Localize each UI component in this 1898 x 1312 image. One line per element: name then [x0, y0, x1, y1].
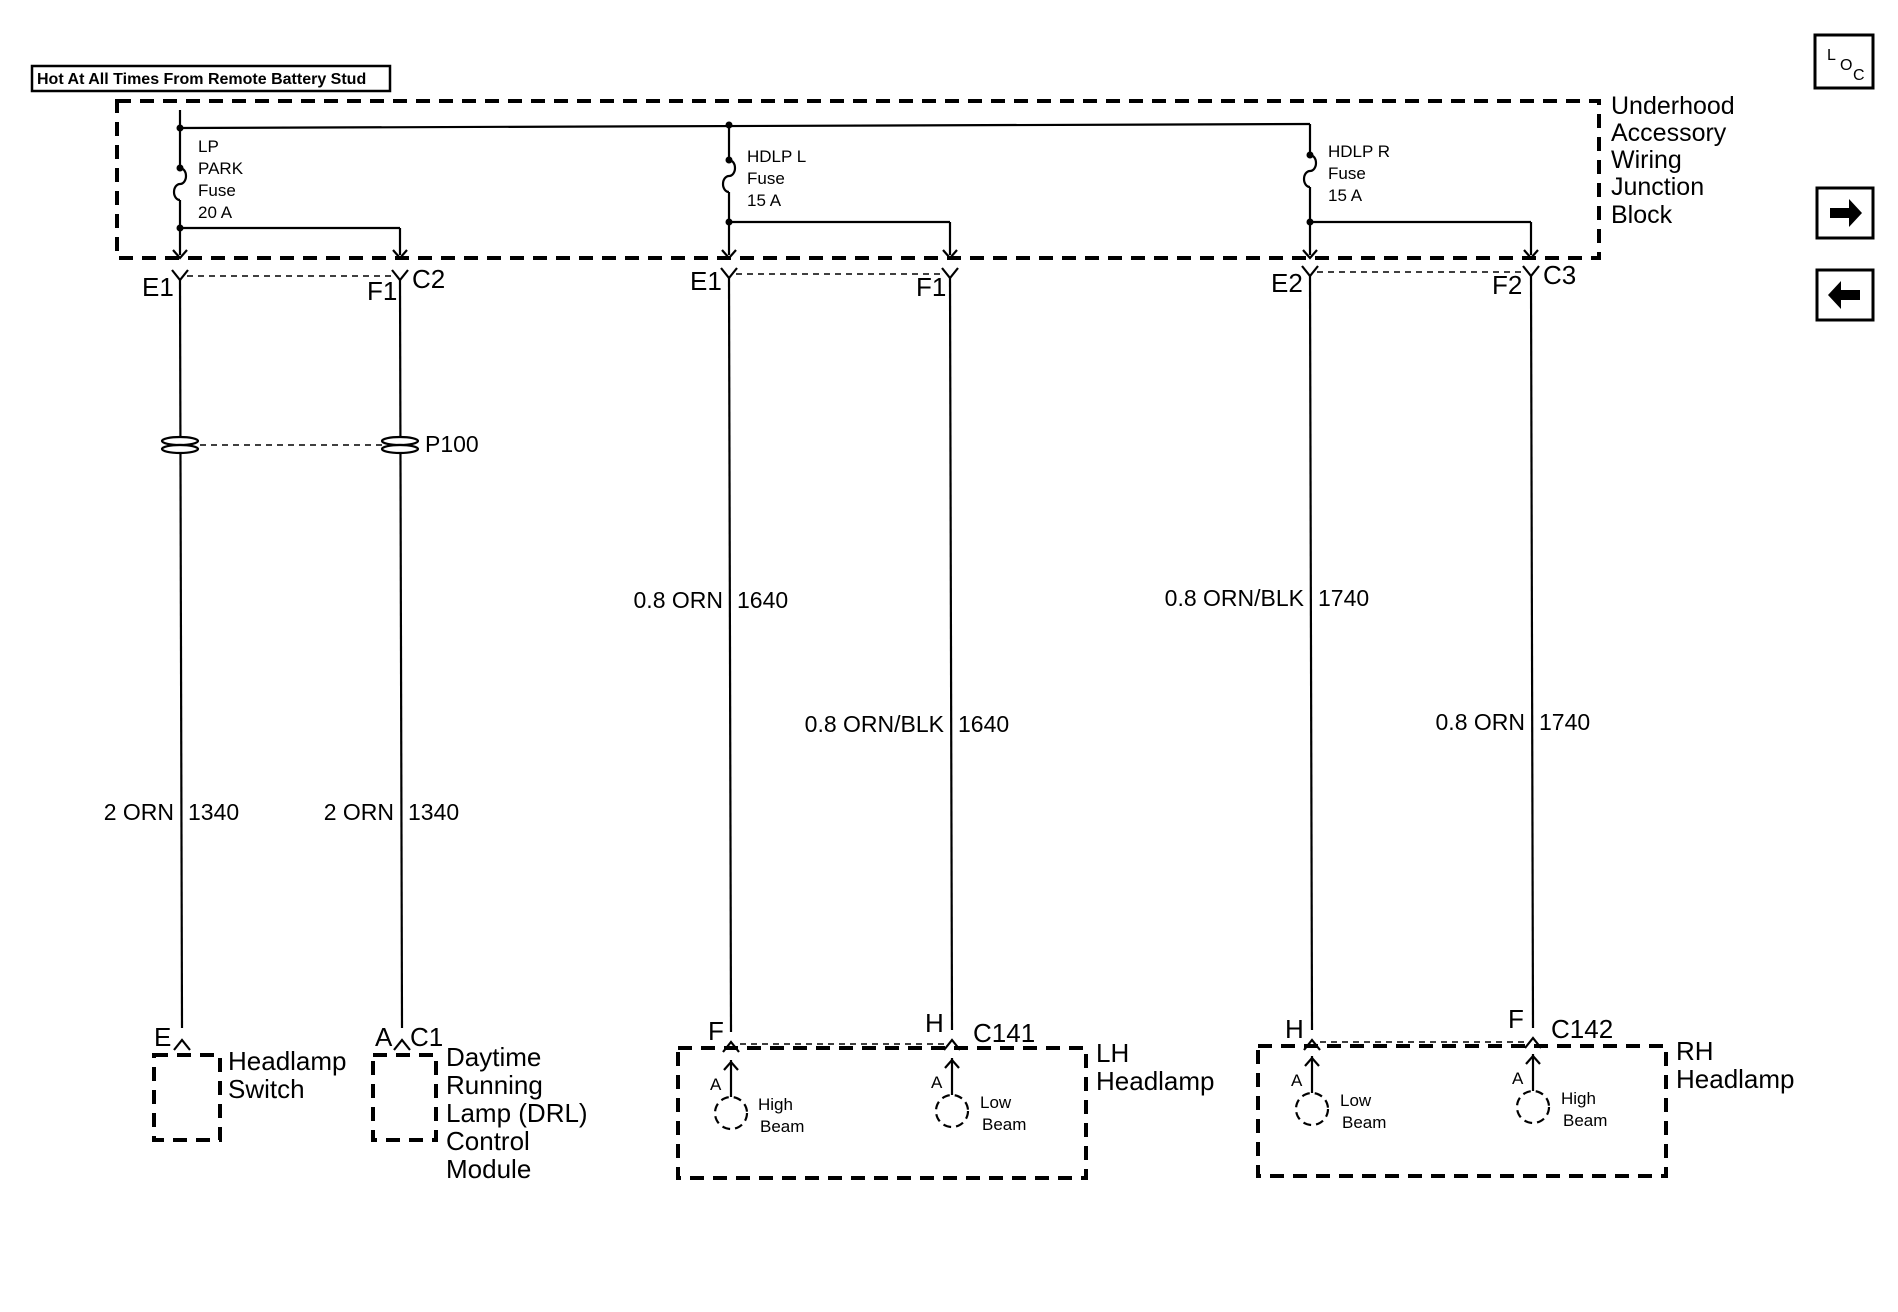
rh-low-beam-label-1: Low	[1340, 1091, 1372, 1110]
arrow-right-icon	[1830, 199, 1862, 227]
lh-low-beam-pin: A	[931, 1073, 943, 1092]
connector-p100: P100	[425, 431, 479, 457]
arrow-left-icon	[1828, 281, 1860, 309]
rh-high-beam-bulb: A High Beam	[1512, 1054, 1607, 1130]
wire-1-color: 2 ORN	[104, 799, 174, 825]
wire-6-color: 0.8 ORN	[1436, 709, 1525, 735]
drl-module-label-1: Daytime	[446, 1042, 541, 1072]
wire-1-circuit: 1340	[188, 799, 239, 825]
lh-low-beam-label-1: Low	[980, 1093, 1012, 1112]
wire-6-circuit: 1740	[1539, 709, 1590, 735]
lh-high-beam-pin: A	[710, 1075, 722, 1094]
fuse-hdlp-r-line-1: HDLP R	[1328, 142, 1390, 161]
pin-f1-b: F1	[916, 272, 946, 302]
connector-c1: C1	[410, 1022, 443, 1052]
junction-block-name-5: Block	[1611, 201, 1673, 229]
fuse-hdlp-r-line-3: 15 A	[1328, 186, 1363, 205]
location-button[interactable]: L O C	[1813, 33, 1875, 90]
rh-headlamp-label-2: Headlamp	[1676, 1064, 1795, 1094]
fuse-lp-park-line-4: 20 A	[198, 203, 233, 222]
wire-4-color: 0.8 ORN/BLK	[805, 711, 945, 737]
block-output-arrows	[172, 249, 1539, 260]
rh-low-beam-bulb: A Low Beam	[1291, 1056, 1386, 1132]
drl-module-label-3: Lamp (DRL)	[446, 1098, 588, 1128]
svg-text:O: O	[1840, 57, 1852, 74]
svg-text:C: C	[1853, 67, 1865, 84]
drl-module-label-5: Module	[446, 1154, 531, 1184]
fuse-lp-park-line-3: Fuse	[198, 181, 236, 200]
rh-headlamp: RH Headlamp A Low Beam A High Beam	[1256, 1036, 1795, 1178]
lh-low-beam-label-2: Beam	[982, 1115, 1026, 1134]
fuse-lp-park: LP PARK Fuse 20 A	[172, 128, 402, 255]
fuse-hdlp-l-line-1: HDLP L	[747, 147, 806, 166]
headlamp-switch: Headlamp Switch	[152, 1046, 347, 1142]
fuse-lp-park-line-1: LP	[198, 137, 219, 156]
lh-high-beam-label-2: Beam	[760, 1117, 804, 1136]
junction-block-name-1: Underhood	[1611, 92, 1735, 120]
lh-low-beam-bulb: A Low Beam	[931, 1058, 1026, 1134]
rh-high-beam-label-1: High	[1561, 1089, 1596, 1108]
wire-3-circuit: 1640	[737, 587, 788, 613]
battery-feed-label: Hot At All Times From Remote Battery Stu…	[37, 71, 366, 88]
drl-module-label-2: Running	[446, 1070, 543, 1100]
junction-block-name-4: Junction	[1611, 173, 1704, 201]
fuse-hdlp-l-line-2: Fuse	[747, 169, 785, 188]
fuse-hdlp-r-line-2: Fuse	[1328, 164, 1366, 183]
lh-high-beam-bulb: A High Beam	[710, 1060, 804, 1136]
previous-page-button[interactable]	[1815, 268, 1875, 322]
rh-high-beam-label-2: Beam	[1563, 1111, 1607, 1130]
headlamp-switch-label-1: Headlamp	[228, 1046, 347, 1076]
lh-headlamp: LH Headlamp A High Beam A Low Beam	[676, 1038, 1215, 1180]
bottom-connectors: E A C1 F H C141 H F C142	[154, 1004, 1613, 1053]
pin-e: E	[154, 1022, 171, 1052]
connector-c3: C3	[1543, 260, 1576, 290]
power-bus	[176, 110, 1311, 132]
pin-a-drl: A	[375, 1022, 393, 1052]
battery-feed-label-box: Hot At All Times From Remote Battery Stu…	[30, 64, 392, 93]
connector-c142: C142	[1551, 1014, 1613, 1044]
pin-f-lh: F	[708, 1016, 724, 1046]
pin-e1-b: E1	[690, 266, 722, 296]
junction-block-name-3: Wiring	[1611, 146, 1682, 174]
pin-e2: E2	[1271, 268, 1303, 298]
wire-4-circuit: 1640	[958, 711, 1009, 737]
fuse-hdlp-r: HDLP R Fuse 15 A	[1302, 124, 1533, 255]
fuse-hdlp-l: HDLP L Fuse 15 A	[721, 125, 952, 255]
wire-2-color: 2 ORN	[324, 799, 394, 825]
fuse-hdlp-l-line-3: 15 A	[747, 191, 782, 210]
lh-high-beam-label-1: High	[758, 1095, 793, 1114]
lh-headlamp-label-2: Headlamp	[1096, 1066, 1215, 1096]
pin-f-rh: F	[1508, 1004, 1524, 1034]
wire-5-circuit: 1740	[1318, 585, 1369, 611]
rh-headlamp-label-1: RH	[1676, 1036, 1714, 1066]
pin-f2: F2	[1492, 270, 1522, 300]
wire-3-color: 0.8 ORN	[634, 587, 723, 613]
wire-runs	[178, 275, 1535, 1033]
headlamp-switch-label-2: Switch	[228, 1074, 305, 1104]
lh-headlamp-label-1: LH	[1096, 1038, 1129, 1068]
drl-control-module: Daytime Running Lamp (DRL) Control Modul…	[371, 1042, 588, 1184]
junction-block: Underhood Accessory Wiring Junction Bloc…	[115, 92, 1735, 260]
wire-5-color: 0.8 ORN/BLK	[1165, 585, 1305, 611]
wire-2-circuit: 1340	[408, 799, 459, 825]
drl-module-label-4: Control	[446, 1126, 530, 1156]
svg-text:L: L	[1827, 47, 1836, 64]
fuse-lp-park-line-2: PARK	[198, 159, 244, 178]
wire-labels: 2 ORN 1340 2 ORN 1340 0.8 ORN 1640 0.8 O…	[104, 585, 1590, 825]
pin-h-rh: H	[1285, 1014, 1304, 1044]
pin-f1-a: F1	[367, 276, 397, 306]
connector-c141: C141	[973, 1018, 1035, 1048]
splice-p100: P100	[160, 431, 479, 457]
connector-c2: C2	[412, 264, 445, 294]
rh-high-beam-pin: A	[1512, 1069, 1524, 1088]
rh-low-beam-pin: A	[1291, 1071, 1303, 1090]
pin-h-lh: H	[925, 1008, 944, 1038]
top-connectors: E1 F1 C2 E1 F1 E2 F2 C3	[142, 260, 1576, 306]
rh-low-beam-label-2: Beam	[1342, 1113, 1386, 1132]
junction-block-name-2: Accessory	[1611, 119, 1727, 147]
pin-e1-a: E1	[142, 272, 174, 302]
location-icon: L O C	[1827, 47, 1865, 84]
next-page-button[interactable]	[1815, 186, 1875, 240]
